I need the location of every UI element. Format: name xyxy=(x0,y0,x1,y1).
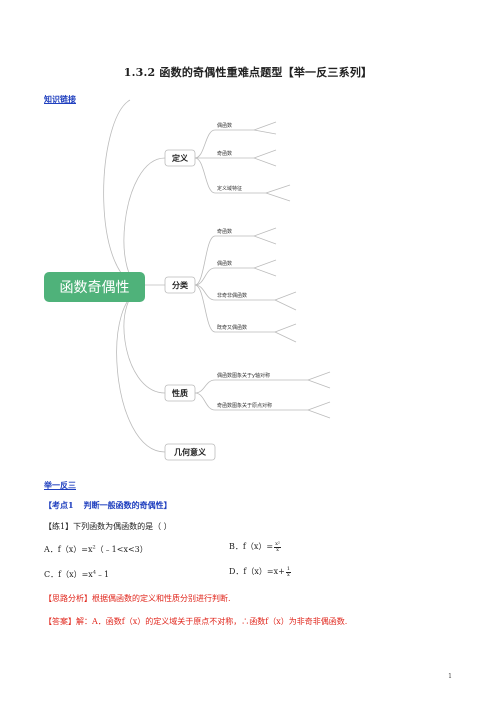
leaf-label: 定义域特征 xyxy=(217,185,242,192)
leaf-label: 偶函数 xyxy=(217,122,232,129)
page-number: 1 xyxy=(448,673,452,680)
option-c: C．f（x）=x4﹣1 xyxy=(44,569,110,579)
leaf-label: 奇函数图象关于原点对称 xyxy=(217,402,272,409)
page-title: 1.3.2 函数的奇偶性重难点题型【举一反三系列】 xyxy=(123,66,373,79)
section-link-knowledge[interactable]: 知识链接 xyxy=(44,94,76,104)
exercise-question: 【练1】下列函数为偶函数的是（ ） xyxy=(44,522,172,531)
answer-text: 【答案】解：A．函数f（x）的定义域关于原点不对称，∴函数f（x）为非奇非偶函数… xyxy=(44,617,348,626)
mindmap-root-node xyxy=(44,272,145,302)
leaf-label: 奇函数 xyxy=(217,150,232,157)
branch-xingzhi: 性质 偶函数图象关于y轴对称 奇函数图象关于原点对称 xyxy=(164,372,272,409)
leaf-label: 既奇又偶函数 xyxy=(217,324,247,331)
branch-fenlei: 分类 奇函数 偶函数 非奇非偶函数 既奇又偶函数 xyxy=(164,228,247,331)
leaf-label: 非奇非偶函数 xyxy=(217,292,247,299)
branch-jiheyiyi: 几何意义 xyxy=(164,443,216,461)
leaf-label: 偶函数图象关于y轴对称 xyxy=(217,372,270,379)
branch-dingyi: 定义 偶函数 奇函数 定义域特征 xyxy=(164,122,242,192)
svg-text:几何意义: 几何意义 xyxy=(174,447,207,457)
mindmap-root-label: 函数奇偶性 xyxy=(60,279,130,296)
svg-text:分类: 分类 xyxy=(172,280,188,290)
leaf-label: 偶函数 xyxy=(217,260,232,267)
mind-map: 函数奇偶性 定义 偶函数 奇函数 定义域特征 分类 奇函数 偶函数 非奇非偶函数… xyxy=(44,99,331,461)
leaf-label: 奇函数 xyxy=(217,228,232,235)
svg-text:定义: 定义 xyxy=(171,153,189,163)
svg-text:性质: 性质 xyxy=(172,388,188,398)
option-a: A．f（x）=x2（﹣1<x<3） xyxy=(44,544,148,554)
analysis-text: 【思路分析】根据偶函数的定义和性质分别进行判断. xyxy=(44,594,231,603)
section-link-examples[interactable]: 举一反三 xyxy=(44,480,76,490)
